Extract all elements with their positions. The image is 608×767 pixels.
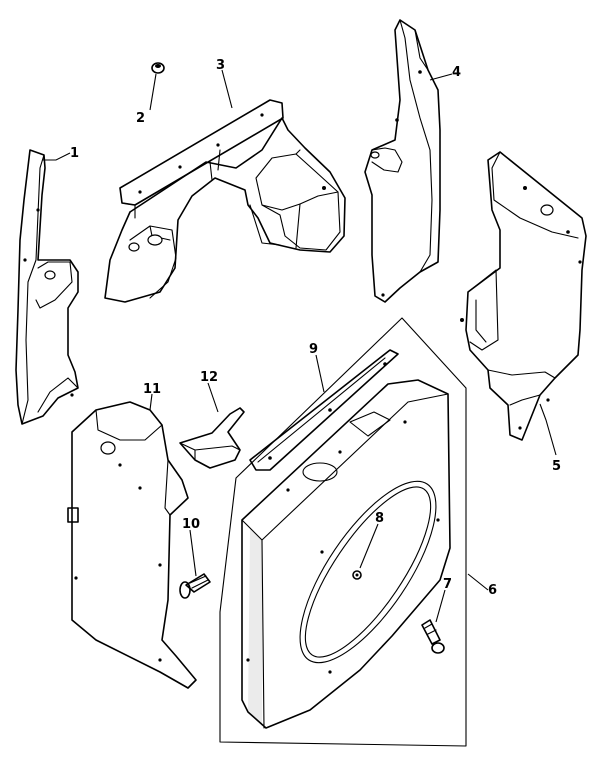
part-6-blower-housing [241, 379, 451, 729]
callout-1: 1 [70, 146, 79, 161]
callout-9: 9 [309, 342, 318, 357]
callout-11: 11 [143, 382, 161, 397]
leader-12 [207, 382, 219, 413]
leader-5 [539, 403, 557, 456]
callout-8: 8 [375, 511, 384, 526]
part-3-upper-baffle [104, 99, 346, 303]
leader-2 [149, 73, 157, 111]
leader-lines [42, 69, 557, 623]
callout-7: 7 [443, 577, 452, 592]
callout-4: 4 [452, 65, 461, 80]
part-12-small-bracket [179, 407, 245, 469]
callout-10: 10 [182, 517, 200, 532]
leader-11 [149, 393, 153, 411]
callout-6: 6 [488, 583, 497, 598]
leader-10 [189, 529, 197, 577]
callout-labels: 1 2 3 4 5 6 7 8 9 10 11 12 [70, 58, 561, 598]
callout-12: 12 [200, 370, 218, 385]
part-4-right-upper-panel [364, 19, 441, 303]
leader-8 [359, 523, 379, 569]
leader-6 [467, 573, 489, 591]
part-9-gasket-strip [249, 349, 399, 471]
leader-1 [42, 152, 71, 161]
part-2-plug [151, 62, 165, 74]
callout-2: 2 [136, 111, 145, 126]
callout-3: 3 [216, 58, 225, 73]
part-5-right-lower-panel [460, 151, 587, 441]
leader-4 [429, 73, 453, 81]
leader-7 [435, 589, 446, 623]
leader-3 [221, 69, 233, 109]
callout-5: 5 [552, 459, 561, 474]
part-11-lower-left-panel [67, 401, 197, 689]
part-1-left-panel [15, 149, 79, 425]
leader-9 [315, 354, 325, 393]
part-10-bolt [179, 573, 211, 599]
part-7-bolt [421, 619, 445, 654]
assembly-6-boundary [219, 317, 467, 747]
